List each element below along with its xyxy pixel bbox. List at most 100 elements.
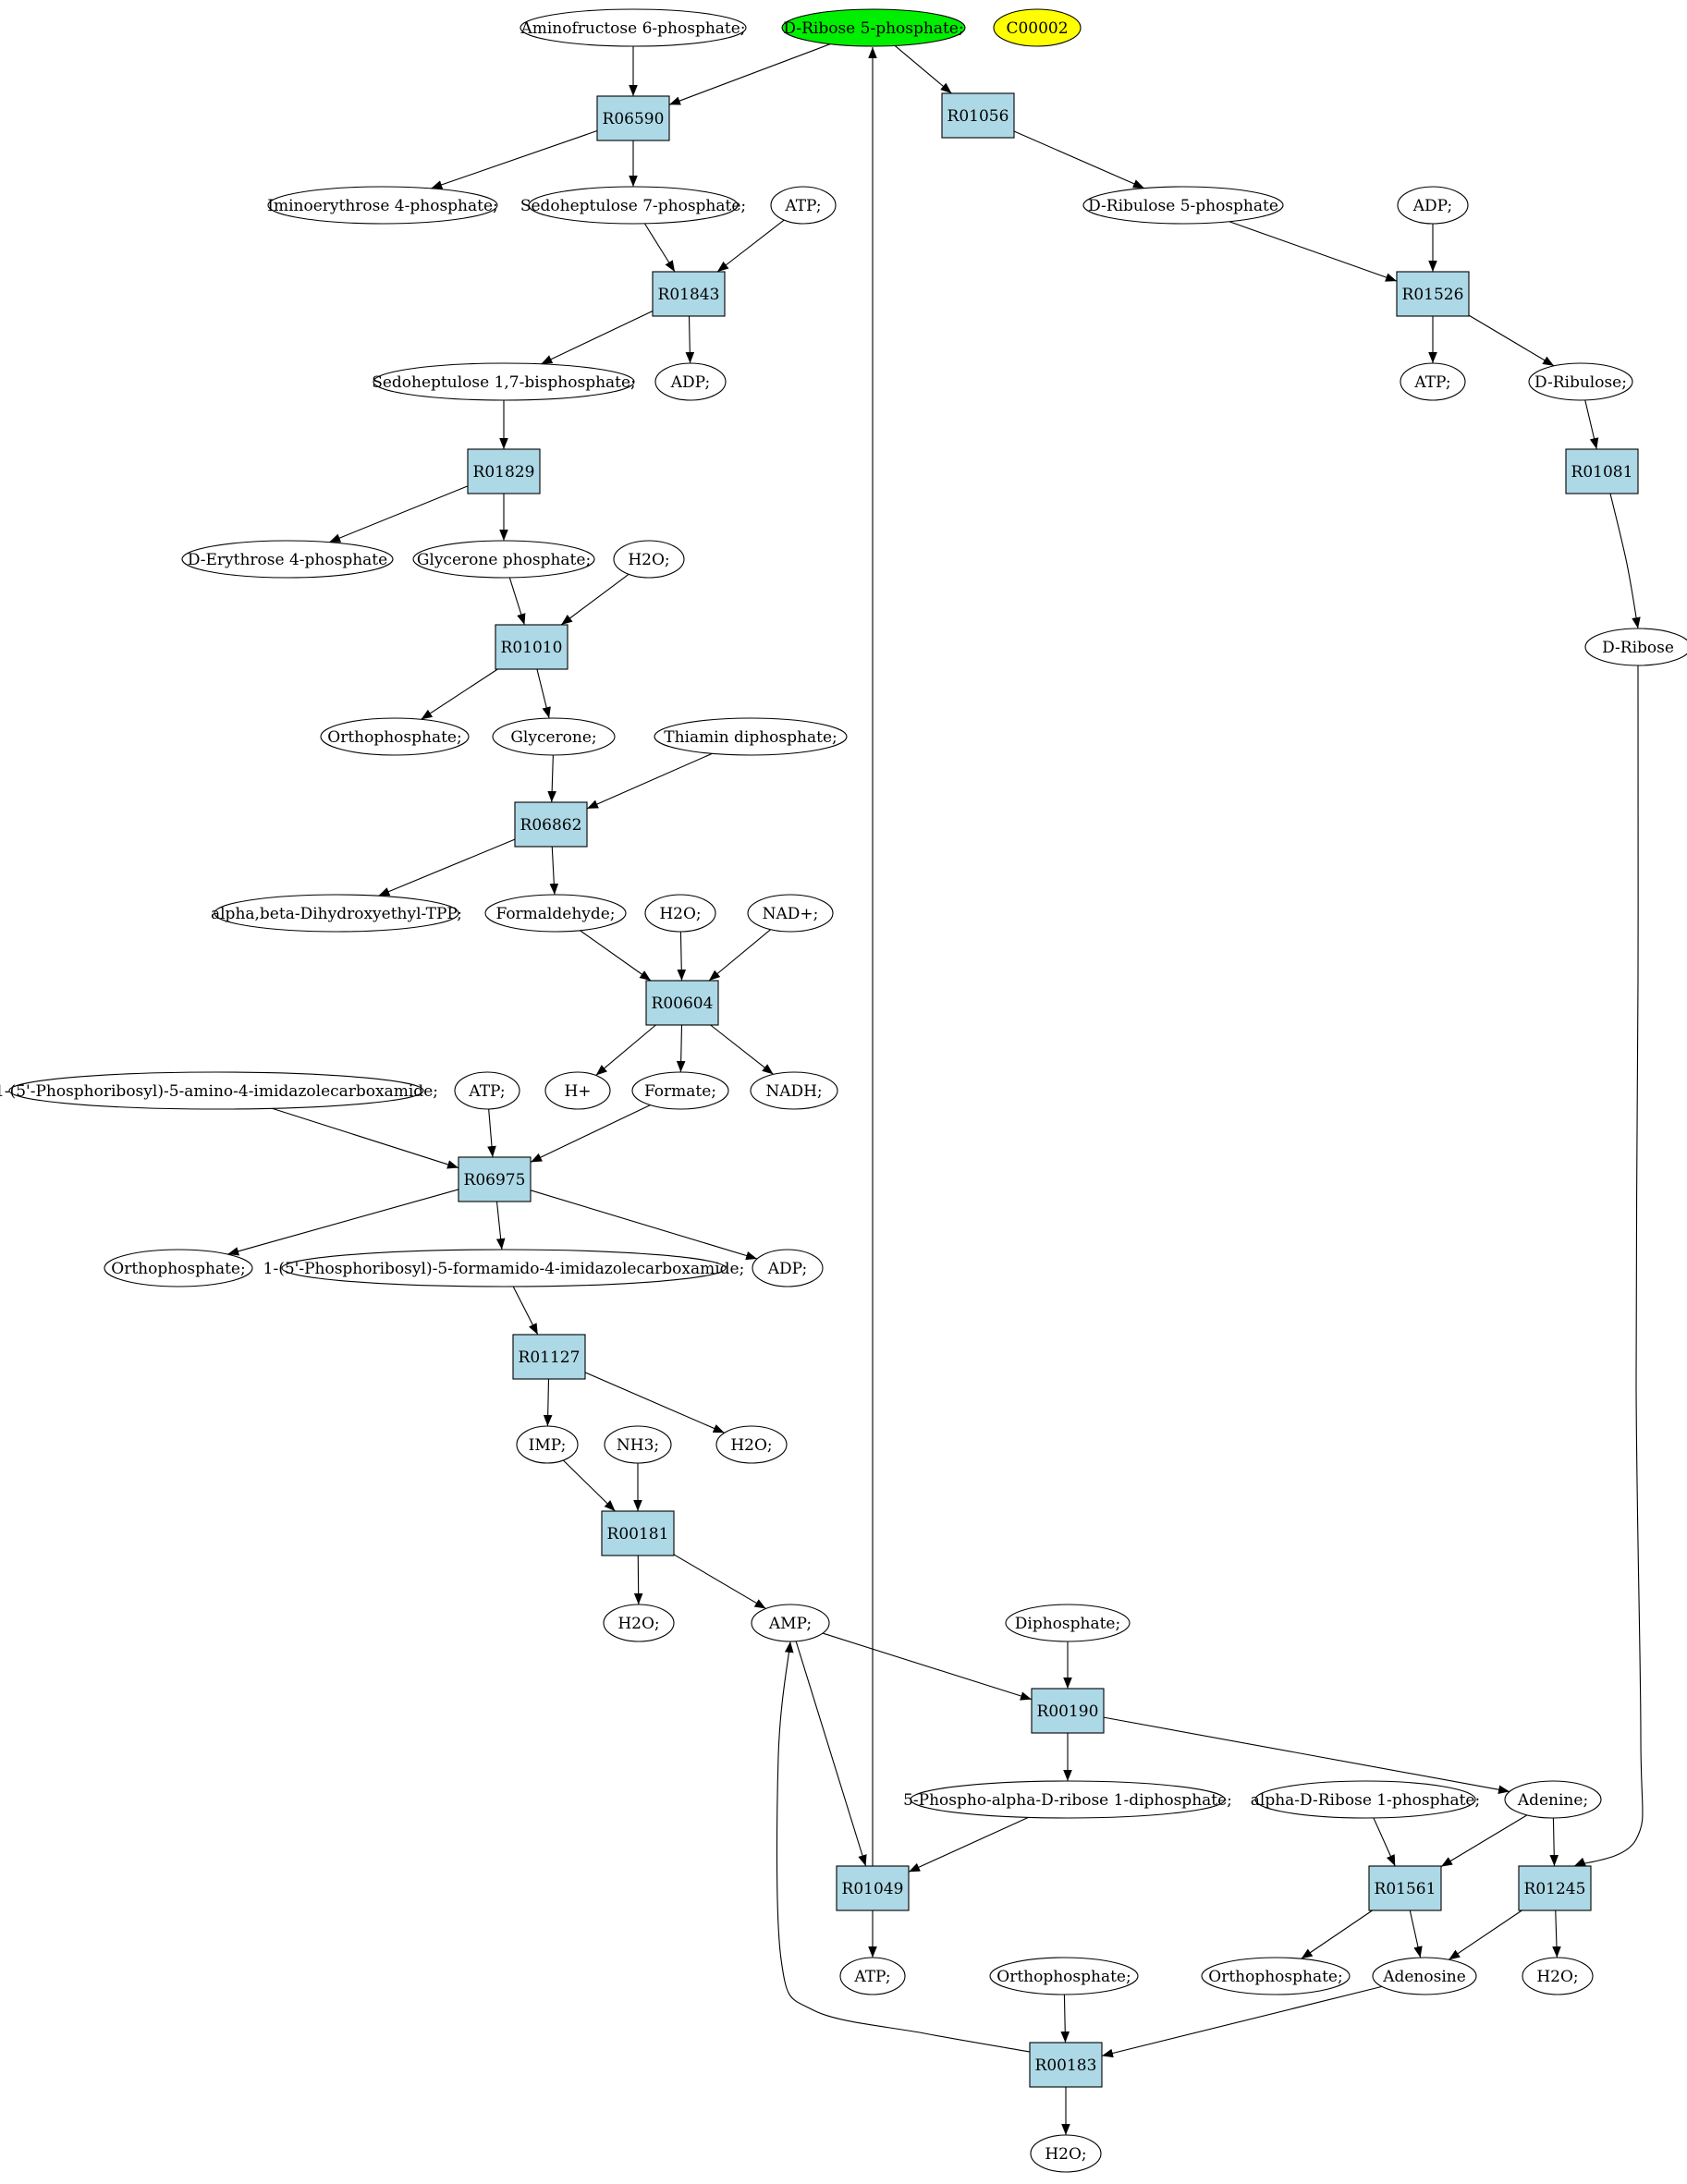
compound-ellipse (631, 1071, 729, 1110)
edge-r_R01127-to-c_h2o_r01127 (584, 1372, 725, 1434)
node-layer: Aminofructose 6-phosphate; D-Ribose 5-pho… (0, 8, 1687, 2173)
reaction-node[interactable]: R00181 (601, 1510, 675, 1556)
reaction-node[interactable]: R01049 (836, 1865, 910, 1911)
compound-node[interactable]: H2O; (1030, 2134, 1102, 2173)
compound-label: Orthophosphate; (996, 1968, 1131, 1986)
reaction-node[interactable]: R01829 (467, 448, 541, 494)
reaction-node[interactable]: R00604 (645, 980, 719, 1026)
compound-node[interactable]: D-Ribose 5-phosphate; (781, 8, 966, 47)
edge-layer (227, 43, 1644, 2135)
compound-node[interactable]: AMP; (751, 1604, 830, 1642)
compound-node[interactable]: ATP; (839, 1957, 906, 1995)
compound-node[interactable]: Thiamin diphosphate; (654, 717, 848, 756)
compound-ellipse (454, 1071, 520, 1110)
reaction-node[interactable]: R01843 (652, 271, 726, 317)
compound-node[interactable]: Orthophosphate; (989, 1957, 1139, 1995)
edge-r_R01561-to-c_adenosine (1409, 1909, 1423, 1958)
compound-label: D-Ribulose; (1534, 373, 1627, 392)
compound-node[interactable]: D-Ribulose 5-phosphate (1082, 186, 1284, 225)
compound-node[interactable]: H+ (544, 1071, 611, 1110)
compound-label: ADP; (767, 1260, 807, 1278)
reaction-node[interactable]: R00183 (1029, 2042, 1103, 2088)
compound-node[interactable]: NADH; (750, 1071, 838, 1110)
compound-node[interactable]: ATP; (770, 186, 837, 225)
compound-node[interactable]: alpha,beta-Dihydroxyethyl-TPP; (211, 894, 462, 933)
compound-node[interactable]: Glycerone; (492, 717, 616, 756)
compound-node[interactable]: D-Ribulose; (1528, 362, 1633, 401)
reaction-node[interactable]: R01010 (495, 624, 568, 670)
compound-node[interactable]: Orthophosphate; (320, 717, 470, 756)
compound-node[interactable]: ATP; (454, 1071, 520, 1110)
compound-node[interactable]: ADP; (752, 1249, 824, 1287)
reaction-node[interactable]: R01127 (512, 1334, 586, 1380)
compound-node[interactable]: H2O; (613, 540, 685, 579)
compound-node[interactable]: H2O; (644, 894, 716, 933)
compound-node[interactable]: Orthophosphate; (1201, 1957, 1351, 1995)
compound-node[interactable]: ATP; (1400, 362, 1466, 401)
reaction-box (596, 95, 670, 141)
compound-ellipse (104, 1249, 253, 1287)
reaction-node[interactable]: R06862 (514, 801, 588, 848)
compound-node[interactable]: Formaldehyde; (484, 894, 627, 933)
compound-ellipse (839, 1957, 906, 1995)
compound-label: H2O; (659, 905, 701, 923)
compound-label: ATP; (853, 1968, 890, 1986)
edge-r_R00190-to-c_adenine (1103, 1716, 1510, 1794)
edge-r_R00181-to-c_amp (673, 1554, 766, 1609)
compound-node[interactable]: Sedoheptulose 1,7-bisphosphate; (372, 362, 636, 401)
compound-node[interactable]: 1-(5'-Phosphoribosyl)-5-amino-4-imidazol… (0, 1071, 438, 1110)
reaction-node[interactable]: R06590 (596, 95, 670, 141)
compound-node[interactable]: NAD+; (747, 894, 834, 933)
compound-label: Aminofructose 6-phosphate; (520, 19, 745, 38)
reaction-node[interactable]: R01526 (1396, 271, 1470, 317)
compound-node[interactable]: IMP; (516, 1425, 579, 1464)
compound-node[interactable]: 5-Phospho-alpha-D-ribose 1-diphosphate; (903, 1780, 1232, 1819)
reaction-label: R00183 (1035, 2056, 1097, 2075)
compound-label: AMP; (768, 1615, 812, 1633)
compound-node[interactable]: D-Erythrose 4-phosphate (181, 540, 394, 579)
compound-node[interactable]: alpha-D-Ribose 1-phosphate; (1251, 1780, 1480, 1819)
compound-node[interactable]: Orthophosphate; (104, 1249, 253, 1287)
reaction-node[interactable]: R01245 (1518, 1865, 1592, 1911)
compound-node[interactable]: Adenosine (1372, 1957, 1477, 1995)
compound-label: Diphosphate; (1015, 1615, 1120, 1633)
reaction-node[interactable]: R01081 (1565, 448, 1639, 494)
compound-label: alpha,beta-Dihydroxyethyl-TPP; (211, 905, 462, 923)
edge-c_faicar-to-r_R01127 (512, 1286, 539, 1336)
compound-node[interactable]: 1-(5'-Phosphoribosyl)-5-formamido-4-imid… (263, 1249, 745, 1287)
compound-label: Formaldehyde; (495, 905, 615, 923)
reaction-node[interactable]: R01561 (1368, 1865, 1442, 1911)
compound-label: NADH; (765, 1082, 822, 1101)
compound-ellipse (1528, 362, 1633, 401)
compound-label: ADP; (1412, 197, 1452, 215)
compound-node[interactable]: Formate; (631, 1071, 729, 1110)
reaction-node[interactable]: R00190 (1031, 1688, 1105, 1734)
compound-ellipse (1254, 1780, 1476, 1819)
compound-node[interactable]: H2O; (715, 1425, 788, 1464)
compound-node[interactable]: Iminoerythrose 4-phosphate; (267, 186, 498, 225)
compound-ellipse (320, 717, 470, 756)
compound-node[interactable]: ADP; (1397, 186, 1469, 225)
compound-node[interactable]: H2O; (1522, 1957, 1594, 1995)
compound-node[interactable]: C00002 (993, 8, 1082, 47)
compound-node[interactable]: D-Ribose (1584, 628, 1687, 666)
edge-r_R01081-to-c_ribose (1609, 493, 1641, 629)
compound-node[interactable]: Aminofructose 6-phosphate; (520, 8, 747, 47)
reaction-node[interactable]: R01056 (941, 92, 1015, 139)
edge-r_R01245-to-c_h2o_r01245 (1552, 1909, 1561, 1958)
compound-node[interactable]: ADP; (654, 362, 727, 401)
compound-node[interactable]: NH3; (604, 1425, 672, 1464)
edge-c_atp_r01843-to-r_R01843 (716, 219, 785, 273)
compound-node[interactable]: H2O; (603, 1604, 675, 1642)
edge-r_R06975-to-c_adp_r06975 (530, 1190, 758, 1261)
compound-node[interactable]: Glycerone phosphate; (412, 540, 595, 579)
reaction-box (601, 1510, 675, 1556)
compound-label: H2O; (730, 1436, 772, 1455)
compound-node[interactable]: Sedoheptulose 7-phosphate; (520, 186, 746, 225)
edge-c_formate-to-r_R06975 (530, 1104, 651, 1163)
compound-node[interactable]: Adenine; (1504, 1780, 1602, 1819)
compound-label: C00002 (1006, 19, 1068, 38)
reaction-box (467, 448, 541, 494)
reaction-node[interactable]: R06975 (458, 1156, 532, 1202)
compound-node[interactable]: Diphosphate; (1005, 1604, 1131, 1642)
